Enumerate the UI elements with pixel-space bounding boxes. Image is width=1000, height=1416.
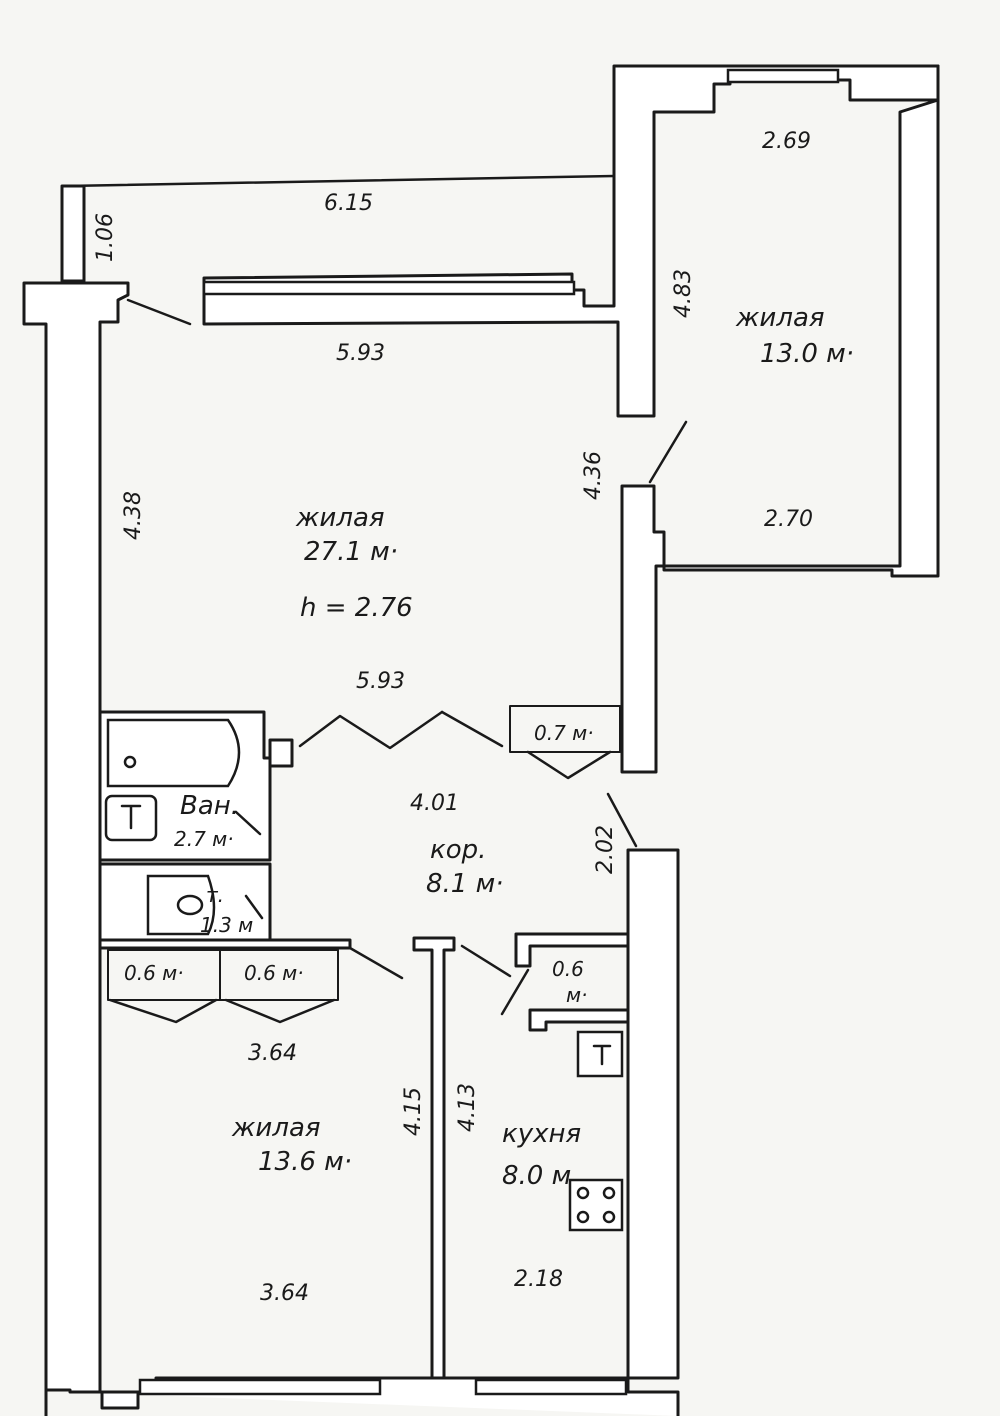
dimension-labels: 6.15 1.06 5.93 5.93 4.38 4.36 2.69 2.70 … [93,129,813,1306]
toilet-name: т. [206,883,224,907]
kitchen-closet-door-swing [500,968,530,1016]
closets-left-outline [107,949,339,1001]
living-door-swing-left [298,710,444,750]
kitchen-sink [576,1030,624,1078]
dim-bedroom-side: 4.83 [671,269,696,318]
window-bedroom [138,1378,382,1396]
closet-left-door-1 [108,998,218,1024]
stove-burner-2 [602,1186,616,1200]
kitchen-tap-icon [592,1044,612,1066]
corridor-name: кор. [430,835,486,865]
windows [138,68,840,1396]
bath-tap-icon [120,804,142,830]
closet-top-outline [509,705,621,753]
bedroom-tr-area: 13.0 м· [760,339,854,369]
bathtub [106,718,241,788]
bedroom-bl-door-swing [348,946,404,980]
bathtub-drain [123,755,137,769]
bath-name: Ван. [180,791,239,821]
dim-bedroom-top: 2.69 [762,129,811,154]
closet-left-door-2 [224,998,336,1024]
dim-living-right: 4.36 [581,451,606,500]
closet-left-1-area: 0.6 м· [124,961,184,985]
toilet-door-swing [244,894,264,920]
dim-bedroom-bl-top: 3.64 [248,1041,297,1066]
dim-bedroom-bl-side: 4.15 [401,1087,426,1136]
stove-burner-1 [576,1186,590,1200]
balcony-window [202,280,576,296]
bath-area: 2.7 м· [174,827,234,851]
window-kitchen [474,1378,628,1396]
kitchen-top-wall [514,932,630,968]
living-room-name: жилая [295,503,385,533]
dim-balcony-length: 6.15 [324,191,373,216]
dim-living-bottom: 5.93 [356,669,405,694]
corridor-area: 8.1 м· [426,869,504,899]
kitchen-partition [412,936,456,1380]
balcony-edge [64,174,616,188]
toilet-bowl [176,894,204,916]
room-labels: жилая 27.1 м· h = 2.76 жилая 13.0 м· жил… [124,303,854,1191]
balcony-post [60,184,86,283]
living-door-swing-right [440,710,504,748]
kitchen-name: кухня [502,1119,581,1149]
dim-corridor-width: 2.02 [593,825,618,874]
closet-top-area: 0.7 м· [534,721,594,745]
wet-zone-partition [98,938,352,950]
closet-left-2-area: 0.6 м· [244,961,304,985]
bedroom-exterior-wall [620,64,940,774]
bath-door-swing [234,810,262,836]
closet-top-door [526,750,612,780]
dim-bedroom-bottom: 2.70 [764,507,813,532]
bedroom-bl-name: жилая [231,1113,321,1143]
kitchen-area: 8.0 м [502,1161,571,1191]
bedroom-tr-name: жилая [735,303,825,333]
closet-kitchen-area: 0.6 [552,957,584,981]
dim-balcony-depth: 1.06 [93,213,118,262]
entry-door-swing [606,792,638,848]
dim-corridor-length: 4.01 [410,791,459,816]
stove-burner-4 [602,1210,616,1224]
dim-kitchen-side: 4.13 [455,1083,480,1132]
bedroom-bl-area: 13.6 м· [258,1147,352,1177]
kitchen-right-wall [626,848,680,1380]
door-stub-left [268,738,294,768]
dim-kitchen-bottom: 2.18 [514,1267,563,1292]
window-bedroom-top [726,68,840,84]
dim-living-left: 4.38 [121,491,146,540]
fixtures [104,718,624,1232]
closet-kitchen-unit: м· [566,983,587,1007]
living-room-area: 27.1 м· [304,537,398,567]
stove [568,1178,624,1232]
stove-burner-3 [576,1210,590,1224]
balcony-door-swing [126,298,192,326]
kitchen-door-swing [460,944,512,978]
toilet-area: 1.3 м [200,913,253,937]
dim-bedroom-bl-bottom: 3.64 [260,1281,309,1306]
doors [108,298,688,1024]
bedroom-door-swing [648,420,688,484]
living-top-wall [202,64,940,418]
bottom-wall-pier [100,1390,140,1410]
ceiling-height: h = 2.76 [300,593,413,623]
dim-living-top: 5.93 [336,341,385,366]
kitchen-closet-wall [528,1008,630,1032]
